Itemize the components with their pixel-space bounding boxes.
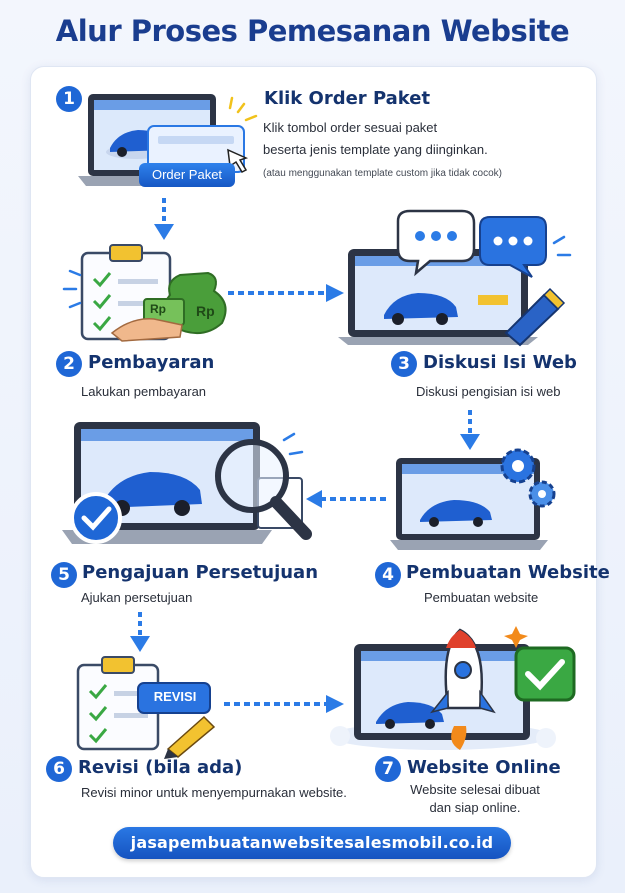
discussion-illustration (338, 209, 572, 347)
build-website-illustration (390, 448, 556, 550)
step-2-number: 2 (56, 351, 82, 377)
approval-illustration (62, 422, 312, 544)
step-5-desc: Ajukan persetujuan (81, 590, 193, 605)
step-1-desc-line2: beserta jenis template yang diinginkan. (263, 142, 488, 157)
step-2-desc: Lakukan pembayaran (81, 384, 207, 399)
arrow-down-3-4 (460, 410, 480, 450)
website-online-illustration (330, 626, 576, 750)
step-4-number: 4 (375, 562, 401, 588)
arrow-right-2-3 (228, 284, 344, 302)
step-2-title: Pembayaran (88, 352, 215, 373)
step-7-desc-line2: dan siap online. (429, 800, 521, 815)
step-1-desc-line1: Klik tombol order sesuai paket (263, 120, 438, 135)
step-1-note: (atau menggunakan template custom jika t… (263, 168, 503, 179)
step-6-desc: Revisi minor untuk menyempurnakan websit… (81, 785, 347, 800)
money-label-rp-2: Rp (196, 303, 215, 319)
laptop-order-illustration (78, 94, 258, 186)
step-3-title: Diskusi Isi Web (423, 352, 577, 373)
money-label-rp-1: Rp (150, 302, 166, 316)
arrow-left-4-5 (306, 490, 386, 508)
step-3-number: 3 (391, 351, 417, 377)
arrow-right-6-7 (224, 695, 344, 713)
step-5-number: 5 (51, 562, 77, 588)
order-paket-button[interactable]: Order Paket (139, 163, 235, 187)
step-7-number: 7 (375, 756, 401, 782)
revisi-badge: REVISI (153, 689, 197, 704)
revision-illustration (76, 656, 216, 759)
step-4-desc: Pembuatan website (424, 590, 539, 605)
step-5-title: Pengajuan Persetujuan (82, 562, 319, 583)
page-title: Alur Proses Pemesanan Website (55, 14, 570, 48)
payment-illustration (62, 244, 227, 342)
step-7-title: Website Online (407, 757, 561, 778)
step-6-number: 6 (46, 756, 72, 782)
step-3-desc: Diskusi pengisian isi web (416, 384, 561, 399)
step-6-title: Revisi (bila ada) (78, 757, 243, 778)
website-url-badge[interactable]: jasapembuatanwebsitesalesmobil.co.id (113, 827, 511, 859)
arrow-down-5-6 (130, 612, 150, 652)
step-1-number: 1 (56, 86, 82, 112)
step-7-desc-line1: Website selesai dibuat (410, 782, 540, 797)
arrow-down-1 (154, 198, 174, 240)
step-1-title: Klik Order Paket (264, 88, 431, 109)
step-4-title: Pembuatan Website (406, 562, 610, 583)
